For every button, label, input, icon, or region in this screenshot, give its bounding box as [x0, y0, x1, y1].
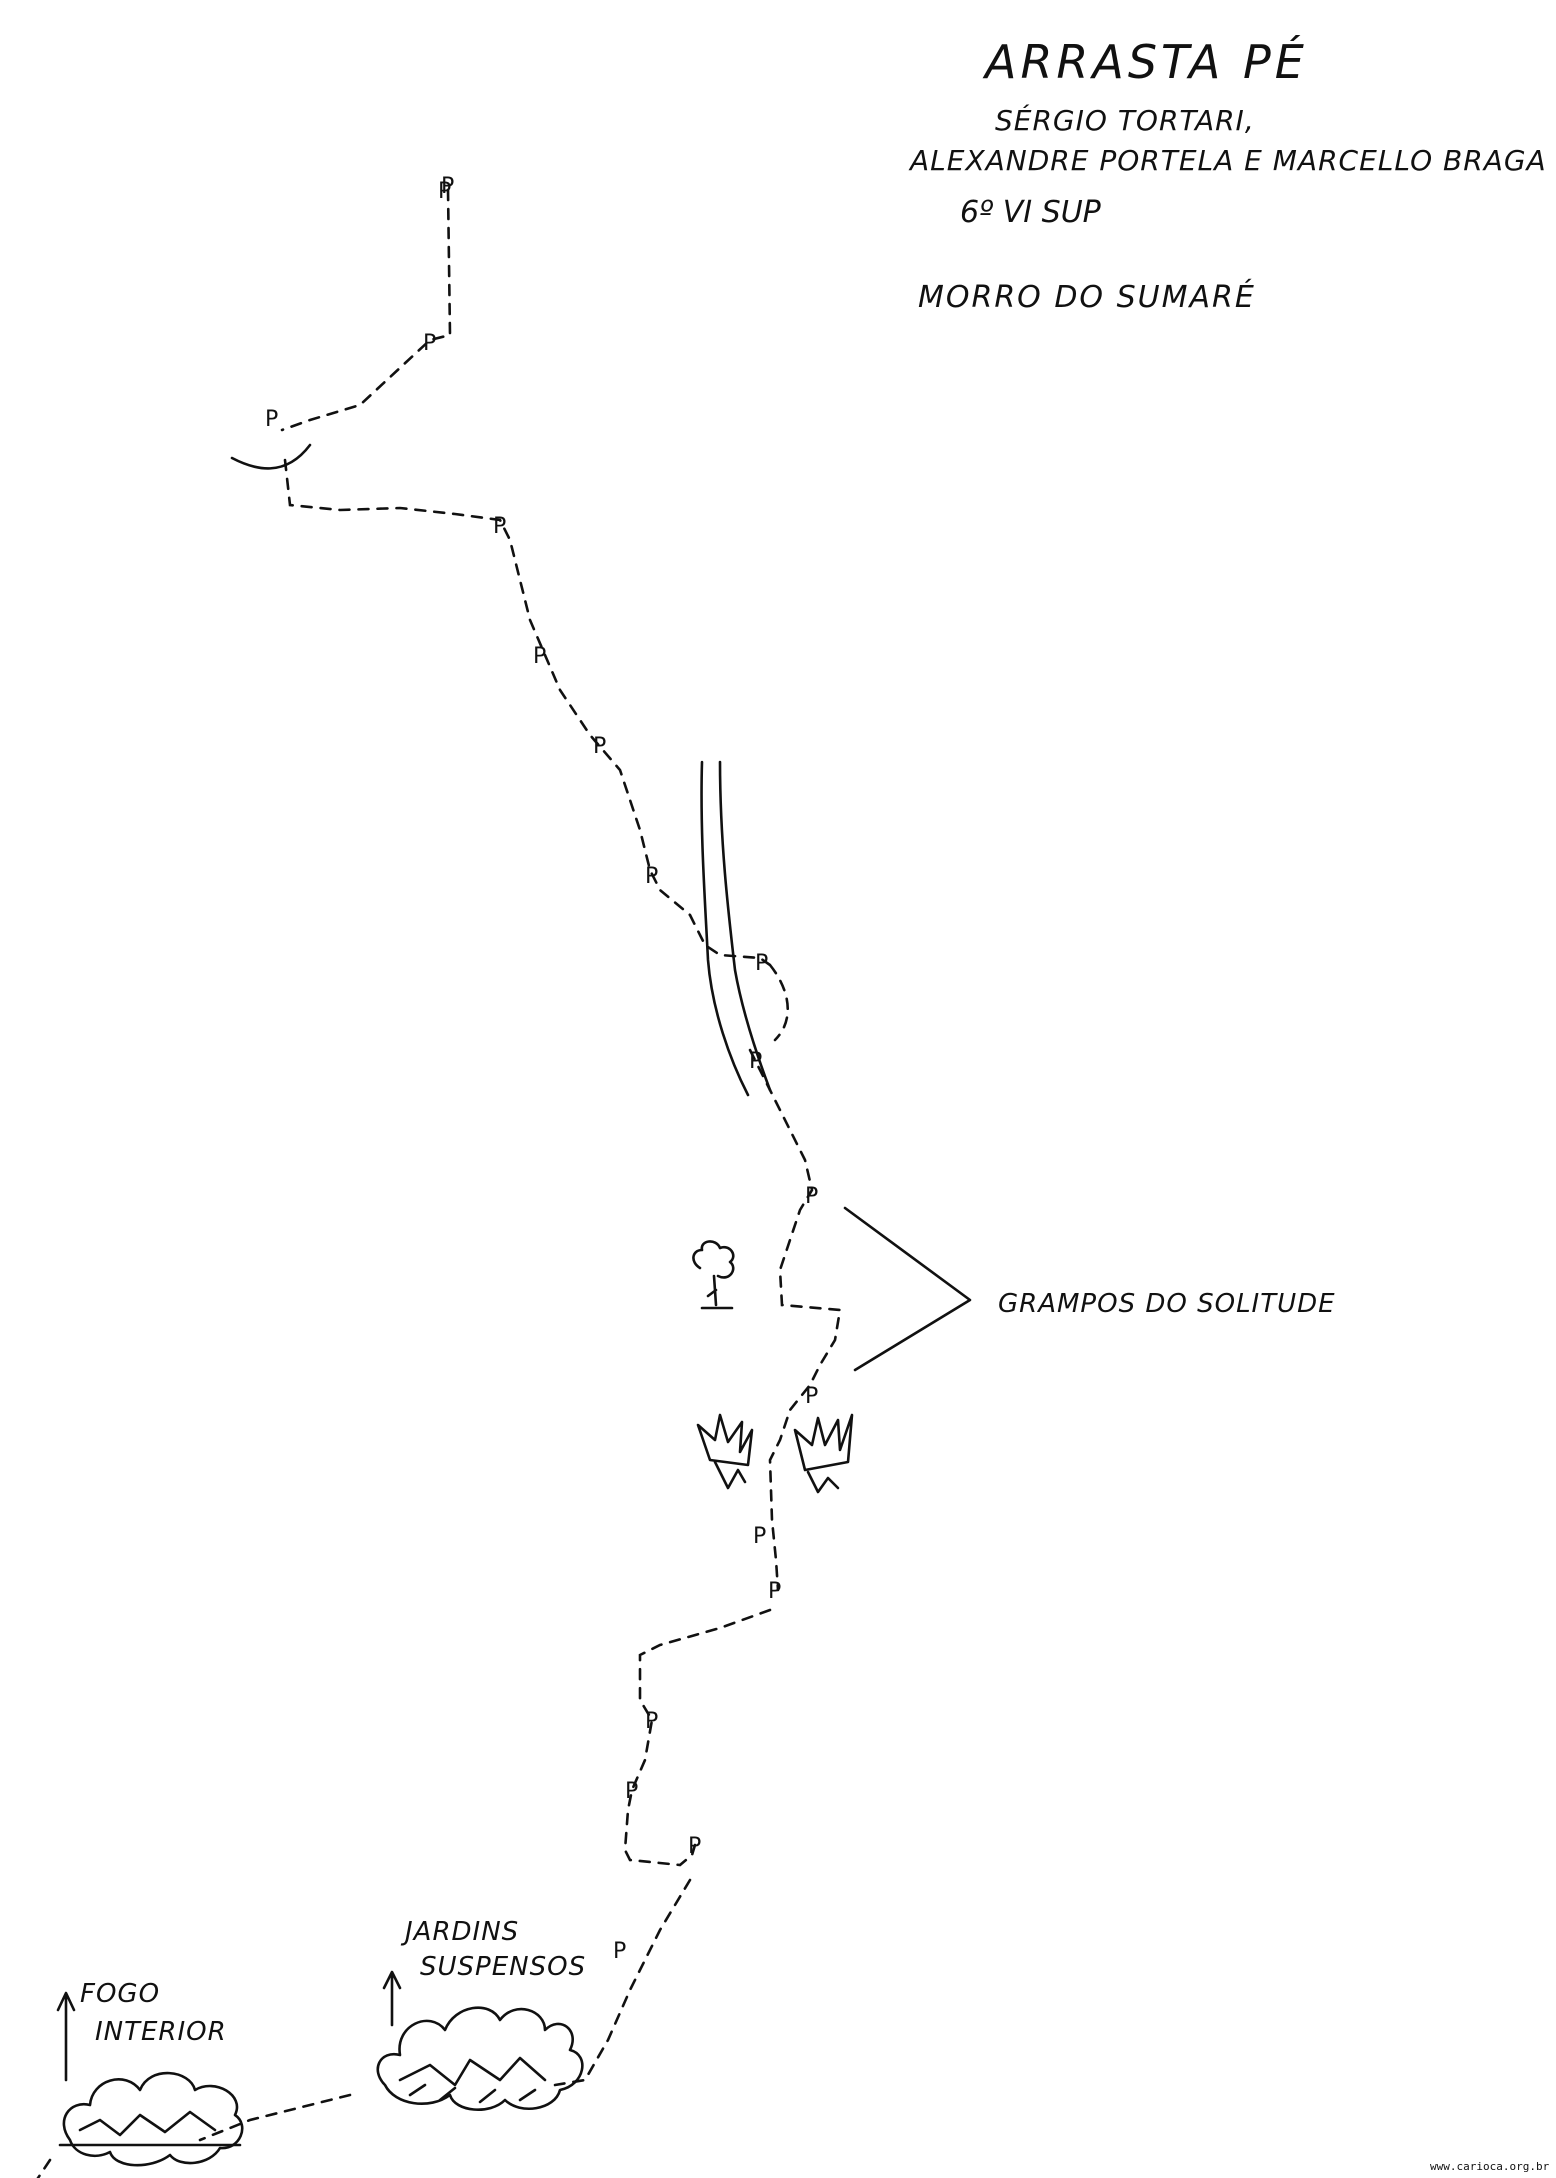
- roof-overhang: [230, 443, 312, 470]
- grampos-label: GRAMPOS DO SOLITUDE: [998, 1289, 1336, 1319]
- bolt-marker: P: [645, 864, 658, 889]
- bolt-marker: P: [438, 179, 451, 204]
- bolt-marker: P: [768, 1579, 781, 1604]
- route-title: ARRASTA PÉ: [982, 35, 1308, 89]
- grampos-pointer: [843, 1206, 972, 1372]
- crack-line-right: [718, 760, 772, 1092]
- bolt-marker: P: [645, 1709, 658, 1734]
- bolt-marker: P: [688, 1834, 701, 1859]
- bromeliad-icon-right: [793, 1413, 854, 1494]
- fogo-label-1: FOGO: [80, 1979, 160, 2009]
- footer-url: www.carioca.org.br: [1430, 2160, 1550, 2173]
- small-tree-icon: [692, 1240, 735, 1310]
- route-location: MORRO DO SUMARÉ: [918, 279, 1256, 315]
- bolt-marker: P: [613, 1939, 626, 1964]
- route-grade: 6º VI SUP: [960, 195, 1102, 230]
- bolt-marker: P: [593, 734, 606, 759]
- bolt-marker: P: [755, 951, 768, 976]
- jardins-label-2: SUSPENSOS: [420, 1952, 586, 1982]
- arrow-up-icon-fogo: [56, 1991, 76, 2082]
- route-line: [36, 188, 842, 2178]
- arrow-up-icon-jardins: [382, 1970, 402, 2027]
- bolt-marker: P: [805, 1384, 818, 1409]
- bolt-marker: P: [533, 644, 546, 669]
- bush-icon-fogo: [58, 2071, 244, 2167]
- jardins-label-1: JARDINS: [400, 1917, 519, 1947]
- bolt-marker: P: [805, 1184, 818, 1209]
- bolt-marker: P: [493, 514, 506, 539]
- authors-line-1: SÉRGIO TORTARI,: [995, 103, 1255, 137]
- authors-line-2: ALEXANDRE PORTELA E MARCELLO BRAGA: [908, 144, 1547, 177]
- bush-icon-jardins: [376, 2006, 584, 2111]
- bromeliad-icon-left: [696, 1413, 754, 1490]
- bolt-marker: P: [441, 174, 454, 199]
- bolt-marker: P: [625, 1779, 638, 1804]
- bolt-marker: P: [265, 407, 278, 432]
- fogo-label-2: INTERIOR: [95, 2017, 227, 2047]
- bolt-marker: P: [753, 1524, 766, 1549]
- crack-line-left: [700, 760, 750, 1097]
- bolt-marker: P: [423, 331, 436, 356]
